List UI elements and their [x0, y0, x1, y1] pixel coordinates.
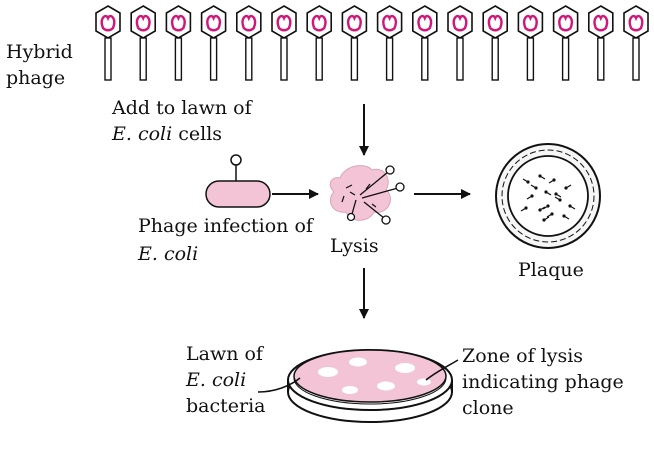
infection-label-line1: Phage infection of: [138, 215, 315, 237]
phage-icon: [272, 6, 296, 80]
zone-label-line2: indicating phage: [462, 371, 624, 393]
add-label-line2: E. coli cells: [111, 123, 222, 145]
add-label-line1: Add to lawn of: [111, 97, 254, 119]
phage-row: [96, 6, 648, 80]
phage-icon: [131, 6, 155, 80]
phage-icon: [342, 6, 366, 80]
hybrid-label-line2: phage: [6, 67, 65, 89]
zone-label-line1: Zone of lysis: [462, 345, 583, 367]
phage-icon: [554, 6, 578, 80]
phage-icon: [307, 6, 331, 80]
phage-icon: [237, 6, 261, 80]
phage-icon: [624, 6, 648, 80]
phage-icon: [96, 6, 120, 80]
phage-icon: [413, 6, 437, 80]
lawn-label-line1: Lawn of: [186, 343, 265, 365]
lysis-label: Lysis: [330, 235, 379, 257]
phage-icon: [518, 6, 542, 80]
add-label-ecoli: E. coli: [111, 123, 172, 145]
add-label-cells: cells: [172, 123, 222, 145]
petri-dish-icon: [288, 350, 452, 422]
infection-label-line2: E. coli: [137, 243, 198, 265]
lawn-label-line2: E. coli: [185, 369, 246, 391]
lysing-cell-icon: [330, 166, 404, 224]
phage-icon: [166, 6, 190, 80]
phage-icon: [448, 6, 472, 80]
phage-icon: [589, 6, 613, 80]
plaque-icon: [496, 144, 600, 248]
plaque-label: Plaque: [518, 259, 584, 281]
zone-label-line3: clone: [462, 397, 514, 419]
phage-icon: [483, 6, 507, 80]
phage-icon: [202, 6, 226, 80]
phage-icon: [378, 6, 402, 80]
hybrid-label-line1: Hybrid: [6, 41, 73, 63]
lawn-label-line3: bacteria: [186, 395, 266, 417]
bacterium-icon: [206, 155, 270, 207]
